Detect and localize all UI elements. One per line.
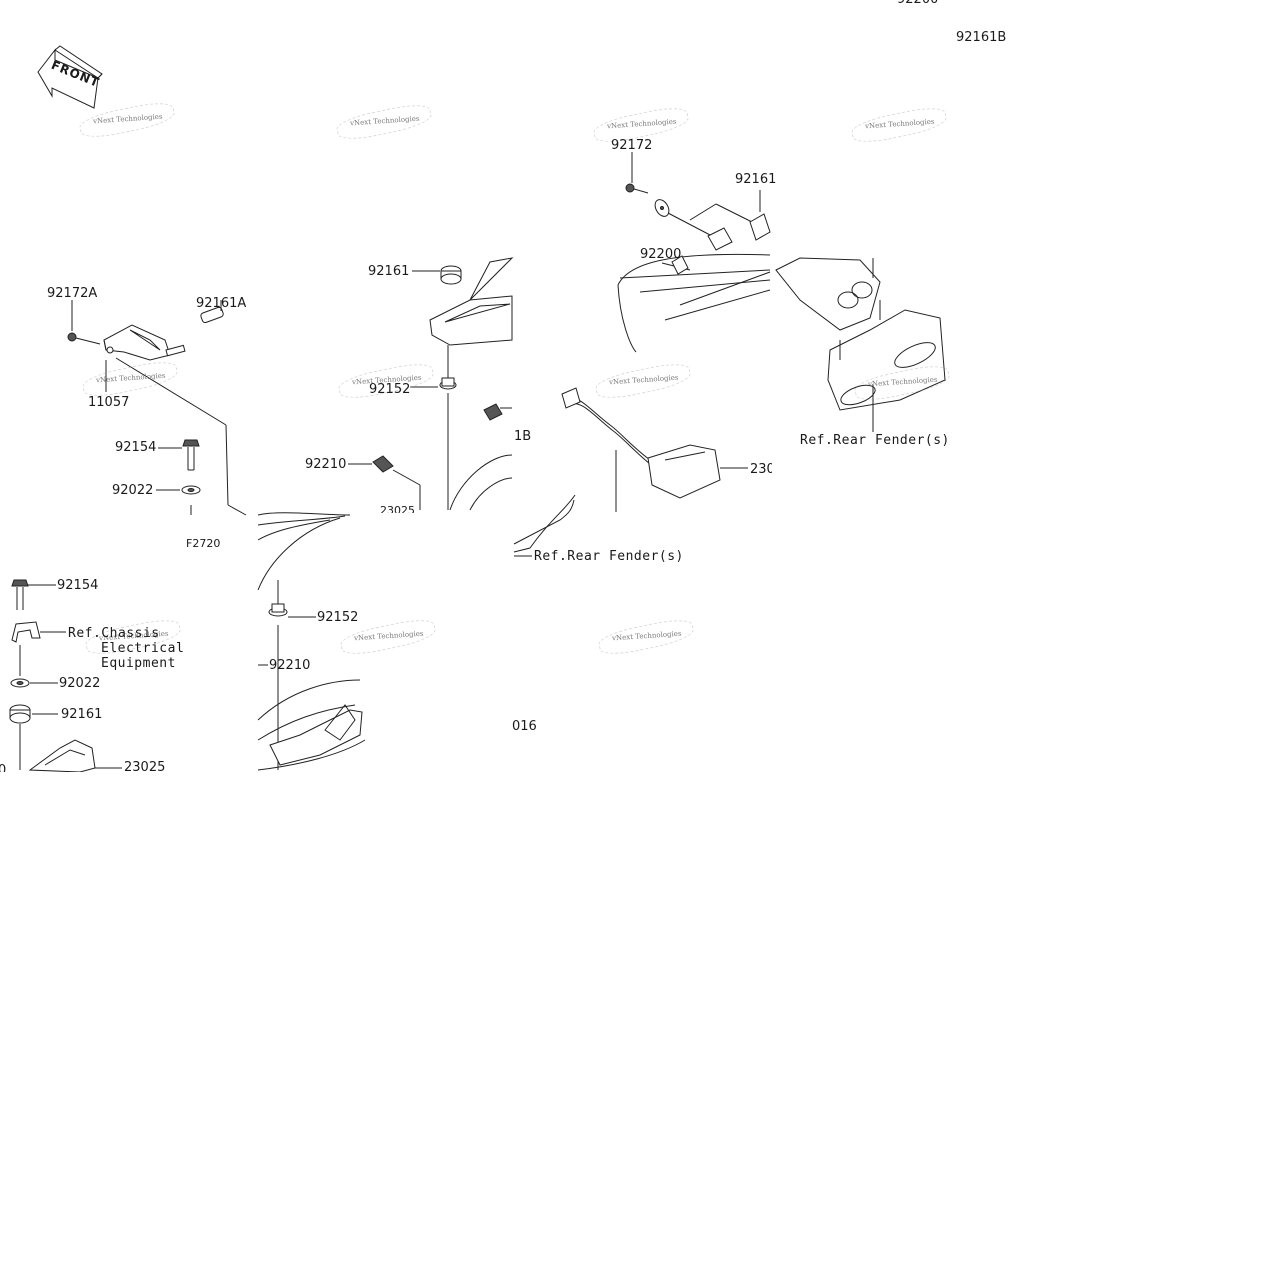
part-label-92210: 92210 bbox=[305, 457, 347, 472]
license-bracket-drawing bbox=[775, 257, 946, 432]
ref-chassis-label: Ref.Chassis bbox=[68, 626, 160, 641]
watermark: vNext Technologies bbox=[611, 629, 682, 643]
watermark: vNext Technologies bbox=[353, 629, 424, 643]
front-arrow-icon bbox=[37, 45, 103, 109]
ref-chassis-label-line2: Electrical bbox=[101, 641, 185, 656]
watermark: vNext Technologies bbox=[608, 373, 679, 387]
watermark: vNext Technologies bbox=[92, 112, 163, 126]
part-label-23025: 23025 bbox=[124, 760, 166, 775]
part-label-92154: 92154 bbox=[115, 440, 157, 455]
part-label-1B: 1B bbox=[514, 429, 532, 444]
part-label-23025: 23025 bbox=[380, 505, 415, 513]
part-label-92152: 92152 bbox=[369, 382, 411, 397]
part-label-92161B: 92161B bbox=[956, 30, 1007, 45]
part-label-92161A: 92161A bbox=[196, 296, 247, 311]
lower-left-fasteners-drawing bbox=[9, 579, 122, 773]
lower-center-drawing bbox=[257, 512, 366, 771]
bolt-92154-drawing bbox=[156, 439, 201, 515]
part-label-92154: 92154 bbox=[57, 578, 99, 593]
part-label-F2720: F2720 bbox=[186, 537, 221, 550]
part-label-92161: 92161 bbox=[61, 707, 103, 722]
tail-cover-drawing bbox=[617, 152, 771, 353]
seat-mount-drawing bbox=[348, 257, 514, 511]
watermark: vNext Technologies bbox=[349, 114, 420, 128]
crop-mask bbox=[0, 772, 1285, 1285]
part-label-230: 230 bbox=[750, 462, 775, 477]
ref-rear-fender-label: Ref.Rear Fender(s) bbox=[534, 549, 684, 564]
part-label-016: 016 bbox=[512, 719, 537, 734]
part-label-92152: 92152 bbox=[317, 610, 359, 625]
part-label-92172: 92172 bbox=[611, 138, 653, 153]
part-label-92172A: 92172A bbox=[47, 286, 98, 301]
tail-lamp-drawing bbox=[513, 387, 748, 557]
crop-mask bbox=[952, 60, 1285, 450]
ref-rear-fender-label: Ref.Rear Fender(s) bbox=[800, 433, 950, 448]
part-label-92161: 92161 bbox=[735, 172, 777, 187]
watermark: vNext Technologies bbox=[95, 371, 166, 385]
watermark: vNext Technologies bbox=[864, 117, 935, 131]
watermark: vNext Technologies bbox=[867, 375, 938, 389]
part-label-92200: 92200 bbox=[640, 247, 682, 262]
part-label-92161: 92161 bbox=[368, 264, 410, 279]
part-label-92022: 92022 bbox=[112, 483, 154, 498]
part-label-92210: 92210 bbox=[269, 658, 311, 673]
watermark: vNext Technologies bbox=[606, 117, 677, 131]
ref-chassis-label-line3: Equipment bbox=[101, 656, 176, 671]
part-label-92200: 92200 bbox=[897, 0, 938, 6]
part-label-11057: 11057 bbox=[88, 395, 130, 410]
crop-mask bbox=[772, 450, 1285, 772]
part-label-0: 0 bbox=[0, 763, 7, 778]
part-label-92022: 92022 bbox=[59, 676, 101, 691]
